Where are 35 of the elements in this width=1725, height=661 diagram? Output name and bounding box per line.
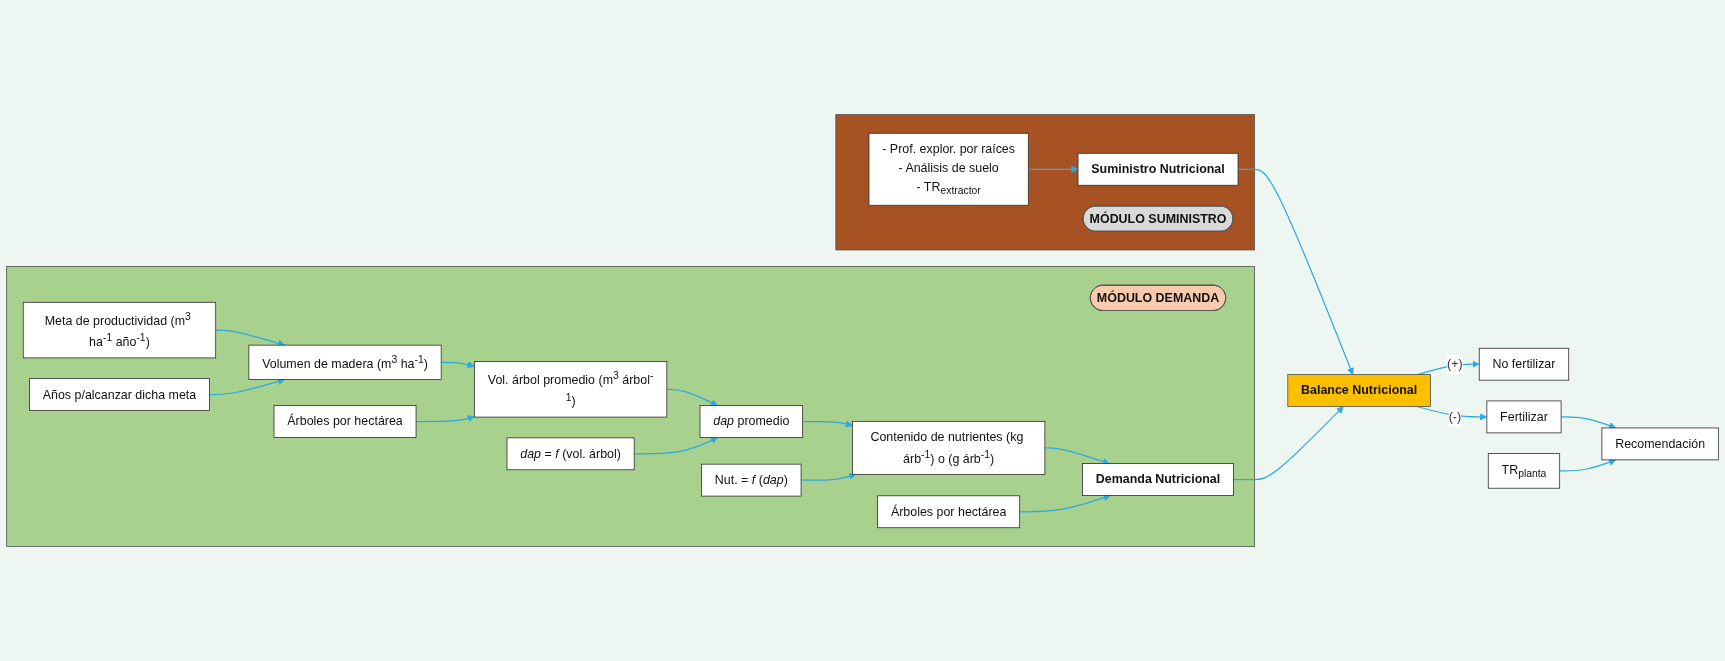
node-box: No fertilizar bbox=[1478, 347, 1570, 381]
arrow bbox=[1044, 447, 1110, 465]
arrow bbox=[800, 472, 857, 481]
arrow bbox=[1559, 458, 1617, 472]
node-box: Volumen de madera (m$^{3}$ ha$^{-1}$) bbox=[248, 344, 442, 380]
arrow bbox=[215, 329, 286, 347]
node-box: Árboles por hectárea bbox=[877, 495, 1021, 529]
arrow bbox=[1237, 168, 1354, 375]
node-box: Meta de productividad (m$^{3}$ ha$^{-1}$ año$^{-1}$) bbox=[22, 301, 217, 359]
arrow bbox=[633, 437, 718, 455]
node-box: Balance Nutricional bbox=[1287, 374, 1431, 407]
edge-label: (-) bbox=[1448, 409, 1462, 424]
cluster bbox=[835, 114, 1255, 251]
arrow bbox=[1232, 406, 1344, 481]
arrow bbox=[1019, 494, 1111, 513]
node-box: Vol. árbol promedio (m$^{3}$ árbol$^{-}$$^{1}$) bbox=[473, 361, 668, 418]
edge-label: (+) bbox=[1447, 356, 1463, 371]
arrow bbox=[802, 420, 853, 428]
node-box: Contenido de nutrientes (kg árb$^{-1}$) o (g árb$^{-1}$) bbox=[852, 420, 1046, 475]
node-box: Árboles por hectárea bbox=[273, 405, 417, 438]
node-box: - Prof. explor. por raíces - Análisis de suelo - TR$_{extractor}$ bbox=[868, 132, 1029, 206]
arrow bbox=[1027, 165, 1079, 173]
node-box: TR$_{planta}$ bbox=[1487, 453, 1561, 489]
node-box: Nut. = f (dap) bbox=[701, 463, 802, 497]
node-box: Fertilizar bbox=[1486, 400, 1562, 434]
arrow bbox=[666, 388, 718, 407]
node-box: dap = f (vol. árbol) bbox=[506, 437, 635, 471]
cluster bbox=[6, 266, 1255, 547]
node-box: Demanda Nutricional bbox=[1082, 463, 1234, 496]
node-box: Recomendación bbox=[1601, 427, 1719, 461]
node-box: Años p/alcanzar dicha meta bbox=[29, 378, 210, 411]
arrow bbox=[440, 361, 475, 369]
node-box: Suministro Nutricional bbox=[1077, 152, 1239, 186]
node-box: dap promedio bbox=[699, 405, 804, 438]
arrow bbox=[415, 415, 475, 423]
